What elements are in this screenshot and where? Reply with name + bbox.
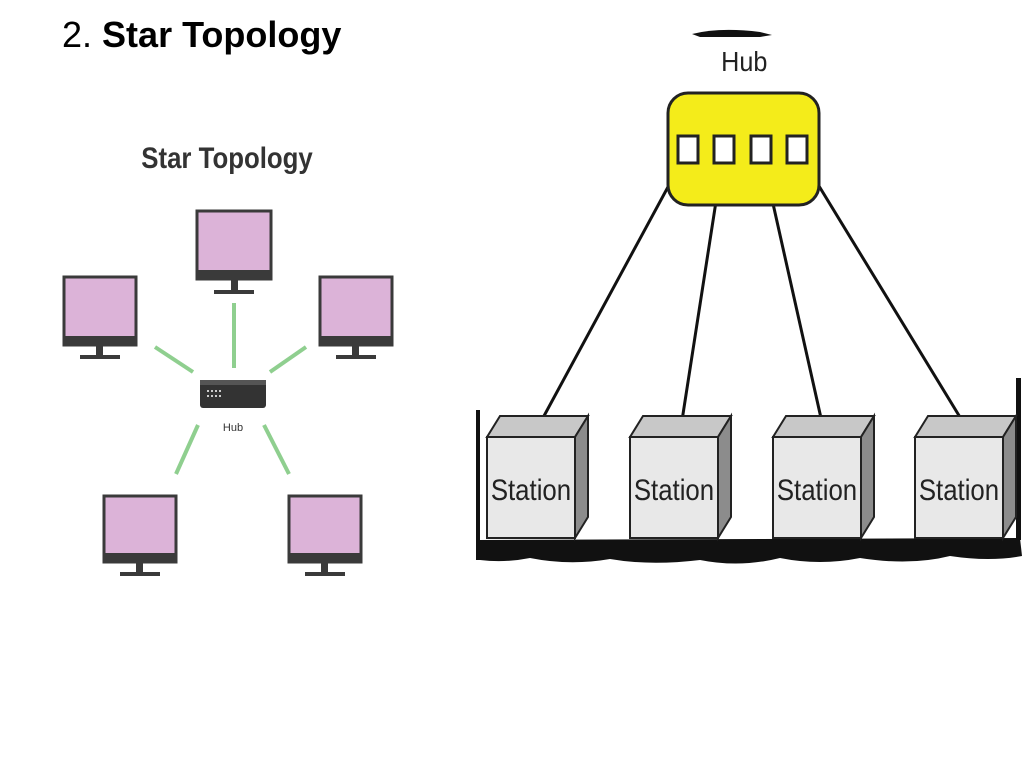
station-2: Station [628,412,733,542]
left-hub-label: Hub [223,422,243,434]
hub-port-3 [749,134,773,165]
computer-upper-right [318,275,394,359]
hub-port-2 [712,134,736,165]
link-upper-left [153,345,195,374]
computer-top [195,209,273,294]
top-mark [692,29,772,37]
station-1: Station [485,412,590,542]
station-4: Station [913,412,1018,542]
hub-port-4 [785,134,809,165]
hub-port-1 [676,134,700,165]
computer-lower-right [287,494,363,576]
link-port4-station4 [795,149,968,428]
right-hub-diagram: Hub Station [476,29,1022,564]
slide-title: 2. Star Topology [62,14,341,56]
left-edge-mark [476,410,480,560]
station-label-3: Station [777,473,857,506]
left-links [153,303,308,475]
link-port1-station1 [536,149,690,428]
right-hub-box [666,91,821,207]
left-diagram-title: Star Topology [141,141,313,174]
link-lower-left [174,424,200,475]
left-star-diagram: Star Topology Hub [62,141,394,576]
right-links [536,149,968,428]
right-edge-mark [1016,378,1021,540]
computer-upper-left [62,275,138,359]
station-label-4: Station [919,473,999,506]
baseline-band [478,538,1022,564]
slide-heading: Star Topology [102,14,342,55]
link-lower-right [262,424,291,475]
computer-lower-left [102,494,178,576]
station-label-2: Station [634,473,714,506]
station-label-1: Station [491,473,571,506]
left-hub-device [200,380,266,408]
link-upper-right [268,345,308,374]
slide-number: 2. [62,14,93,55]
hub-ports [676,134,809,165]
right-hub-label: Hub [721,46,767,78]
station-3: Station [771,412,876,542]
